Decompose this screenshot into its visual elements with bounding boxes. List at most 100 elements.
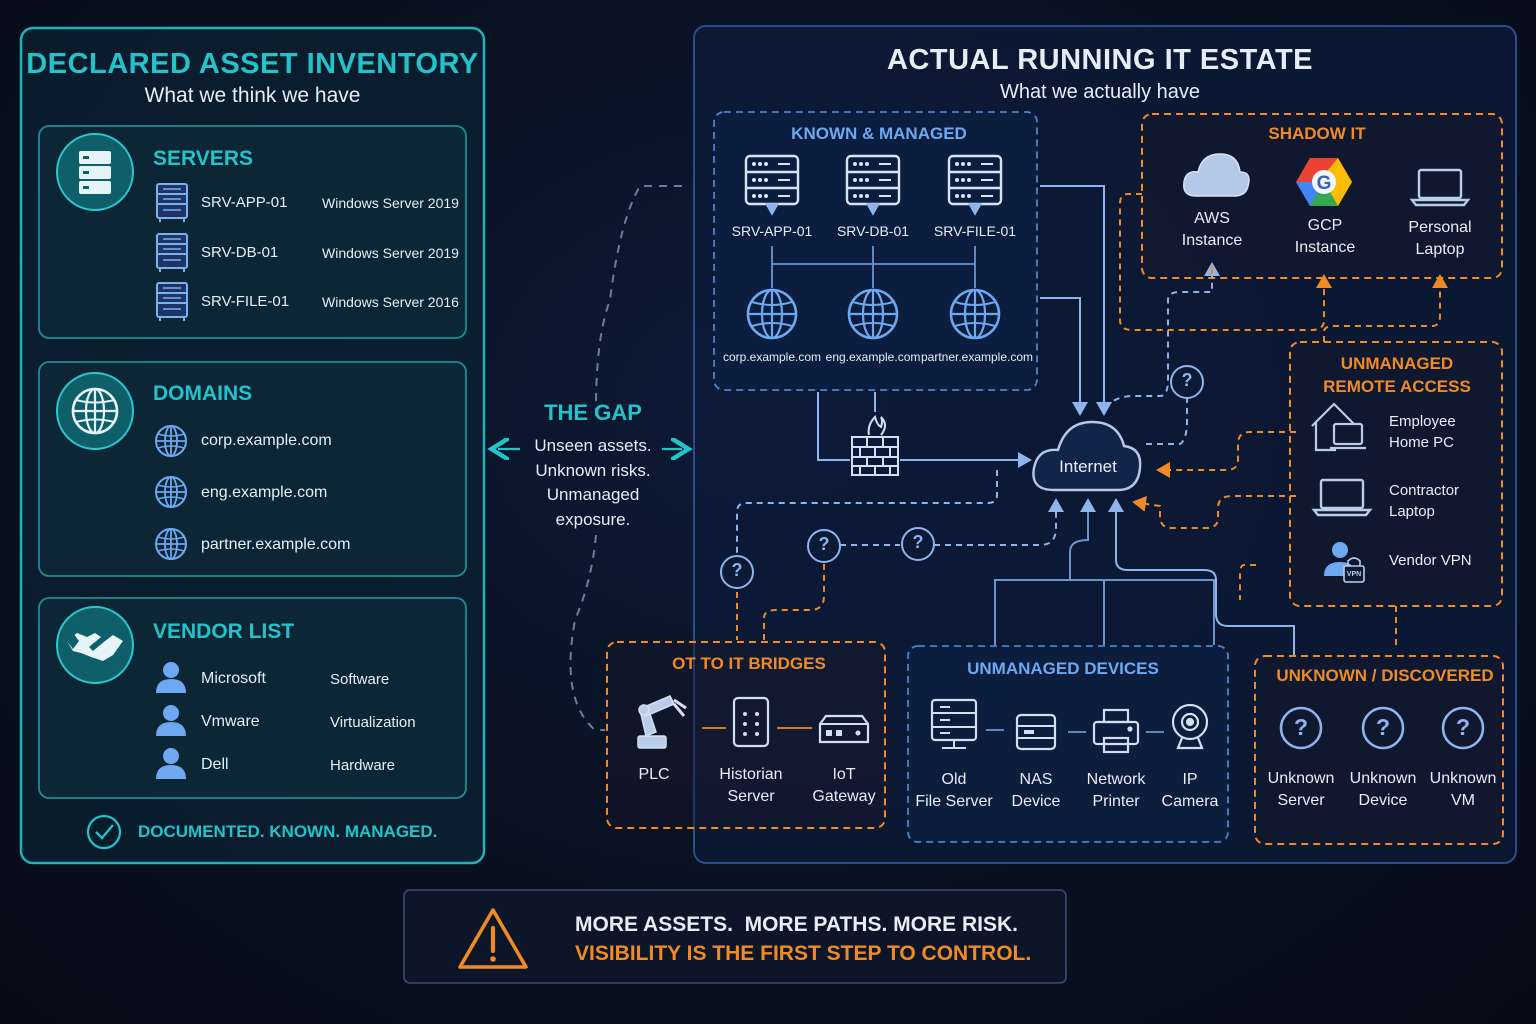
remote-item-label: Vendor VPN bbox=[1389, 552, 1472, 569]
managed-domain-label: corp.example.com bbox=[722, 350, 822, 364]
question-mark: ? bbox=[1181, 370, 1193, 390]
banner-line-1: MORE ASSETS. MORE PATHS. MORE RISK. bbox=[575, 913, 1018, 936]
label-line: Printer bbox=[1092, 793, 1140, 810]
label-line: Instance bbox=[1294, 239, 1356, 256]
label-line: Home PC bbox=[1389, 434, 1455, 451]
managed-server-label: SRV-FILE-01 bbox=[933, 223, 1017, 239]
gap-line: exposure. bbox=[555, 509, 631, 529]
ot-item-label: Historian Server bbox=[705, 764, 797, 808]
server-os: Windows Server 2019 bbox=[322, 245, 459, 261]
unmanaged-devices-title: UNMANAGED DEVICES bbox=[967, 659, 1159, 678]
server-os: Windows Server 2019 bbox=[322, 195, 459, 211]
vendor-name: Microsoft bbox=[201, 670, 266, 687]
device-item-label: Old File Server bbox=[908, 769, 1000, 813]
gap-line: Unknown risks. bbox=[535, 460, 651, 480]
domain-item: eng.example.com bbox=[201, 484, 328, 501]
label-line: IP bbox=[1182, 771, 1198, 788]
label-line: Camera bbox=[1161, 793, 1219, 810]
remote-item-label: Employee Home PC bbox=[1389, 411, 1456, 453]
label-line: Contractor bbox=[1389, 482, 1460, 499]
label-line: Employee bbox=[1389, 413, 1456, 430]
vendor-type: Software bbox=[330, 671, 390, 688]
gap-title: THE GAP bbox=[544, 400, 642, 425]
managed-server-label: SRV-DB-01 bbox=[836, 223, 910, 239]
shadow-item-label: Personal Laptop bbox=[1388, 217, 1492, 261]
svg-text:G: G bbox=[1317, 173, 1332, 194]
left-panel-subtitle: What we think we have bbox=[144, 84, 361, 107]
gap-description: Unseen assets. Unknown risks. Unmanaged … bbox=[510, 434, 676, 532]
device-item-label: IP Camera bbox=[1154, 769, 1226, 813]
ot-bridges-title: OT TO IT BRIDGES bbox=[672, 654, 826, 673]
right-panel-subtitle: What we actually have bbox=[999, 81, 1201, 103]
remote-item-label: Contractor Laptop bbox=[1389, 480, 1459, 522]
label-line: Unknown bbox=[1349, 770, 1417, 787]
label-line: Device bbox=[1358, 792, 1408, 809]
label-line: VM bbox=[1451, 792, 1475, 809]
managed-domain-label: partner.example.com bbox=[920, 350, 1034, 364]
shadow-item-label: GCP Instance bbox=[1273, 215, 1377, 259]
label-line: Instance bbox=[1181, 232, 1243, 249]
question-mark: ? bbox=[731, 560, 743, 580]
label-line: Laptop bbox=[1415, 241, 1465, 258]
server-name: SRV-FILE-01 bbox=[201, 293, 290, 310]
title-line: REMOTE ACCESS bbox=[1323, 377, 1471, 396]
device-item-label: NAS Device bbox=[996, 769, 1076, 813]
vendor-type: Virtualization bbox=[330, 714, 416, 731]
managed-server-label: SRV-APP-01 bbox=[731, 223, 813, 239]
label-line: Device bbox=[1011, 793, 1061, 810]
device-item-label: Network Printer bbox=[1076, 769, 1156, 813]
question-mark: ? bbox=[1455, 714, 1471, 740]
label-line: Unknown bbox=[1429, 770, 1497, 787]
ot-item-label: PLC bbox=[638, 766, 670, 783]
gap-line: Unmanaged bbox=[546, 485, 640, 504]
remote-access-title: UNMANAGED REMOTE ACCESS bbox=[1290, 352, 1504, 398]
server-name: SRV-APP-01 bbox=[201, 194, 288, 211]
known-managed-title: KNOWN & MANAGED bbox=[791, 124, 967, 143]
label-line: Historian bbox=[719, 766, 783, 783]
label-line: AWS bbox=[1194, 210, 1230, 227]
right-panel-title: ACTUAL RUNNING IT ESTATE bbox=[886, 44, 1314, 76]
label-line: Network bbox=[1086, 771, 1146, 788]
unknown-item-label: Unknown Server bbox=[1260, 768, 1342, 812]
question-mark: ? bbox=[1293, 714, 1309, 740]
label-line: File Server bbox=[915, 793, 993, 810]
label-line: Laptop bbox=[1389, 503, 1435, 520]
gap-line: Unseen assets. bbox=[534, 436, 652, 455]
label-line: Old bbox=[941, 771, 967, 788]
domain-item: corp.example.com bbox=[201, 432, 332, 449]
label-line: Server bbox=[1277, 792, 1325, 809]
unknown-item-label: Unknown VM bbox=[1424, 768, 1502, 812]
label-line: Personal bbox=[1408, 219, 1472, 236]
banner-line-2: VISIBILITY IS THE FIRST STEP TO CONTROL. bbox=[575, 942, 1032, 965]
shadow-it-title: SHADOW IT bbox=[1268, 124, 1366, 143]
question-mark: ? bbox=[912, 532, 924, 552]
domain-item: partner.example.com bbox=[201, 536, 351, 553]
servers-section-title: SERVERS bbox=[153, 147, 253, 170]
domains-section-title: DOMAINS bbox=[153, 382, 253, 405]
internet-label: Internet bbox=[1059, 457, 1117, 476]
left-panel-title: DECLARED ASSET INVENTORY bbox=[26, 48, 479, 80]
vendor-name: Vmware bbox=[201, 713, 260, 730]
unknown-item-label: Unknown Device bbox=[1342, 768, 1424, 812]
vendor-name: Dell bbox=[201, 756, 229, 773]
label-line: GCP bbox=[1307, 217, 1343, 234]
ot-item-label: IoT Gateway bbox=[800, 764, 888, 808]
question-mark: ? bbox=[818, 534, 830, 554]
label-line: Gateway bbox=[812, 788, 876, 805]
title-line: UNMANAGED bbox=[1340, 354, 1454, 373]
vendor-section-title: VENDOR LIST bbox=[153, 620, 295, 643]
vendor-type: Hardware bbox=[330, 757, 396, 774]
label-line: Server bbox=[727, 788, 775, 805]
managed-domain-label: eng.example.com bbox=[825, 350, 921, 364]
label-line: NAS bbox=[1019, 771, 1053, 788]
left-panel-footer: DOCUMENTED. KNOWN. MANAGED. bbox=[138, 822, 438, 841]
label-line: IoT bbox=[832, 766, 856, 783]
unknown-discovered-title: UNKNOWN / DISCOVERED bbox=[1276, 666, 1494, 685]
vpn-badge: VPN bbox=[1346, 571, 1362, 578]
shadow-item-label: AWS Instance bbox=[1160, 208, 1264, 252]
label-line: Unknown bbox=[1267, 770, 1335, 787]
question-mark: ? bbox=[1375, 714, 1391, 740]
server-os: Windows Server 2016 bbox=[322, 294, 459, 310]
server-name: SRV-DB-01 bbox=[201, 244, 279, 261]
